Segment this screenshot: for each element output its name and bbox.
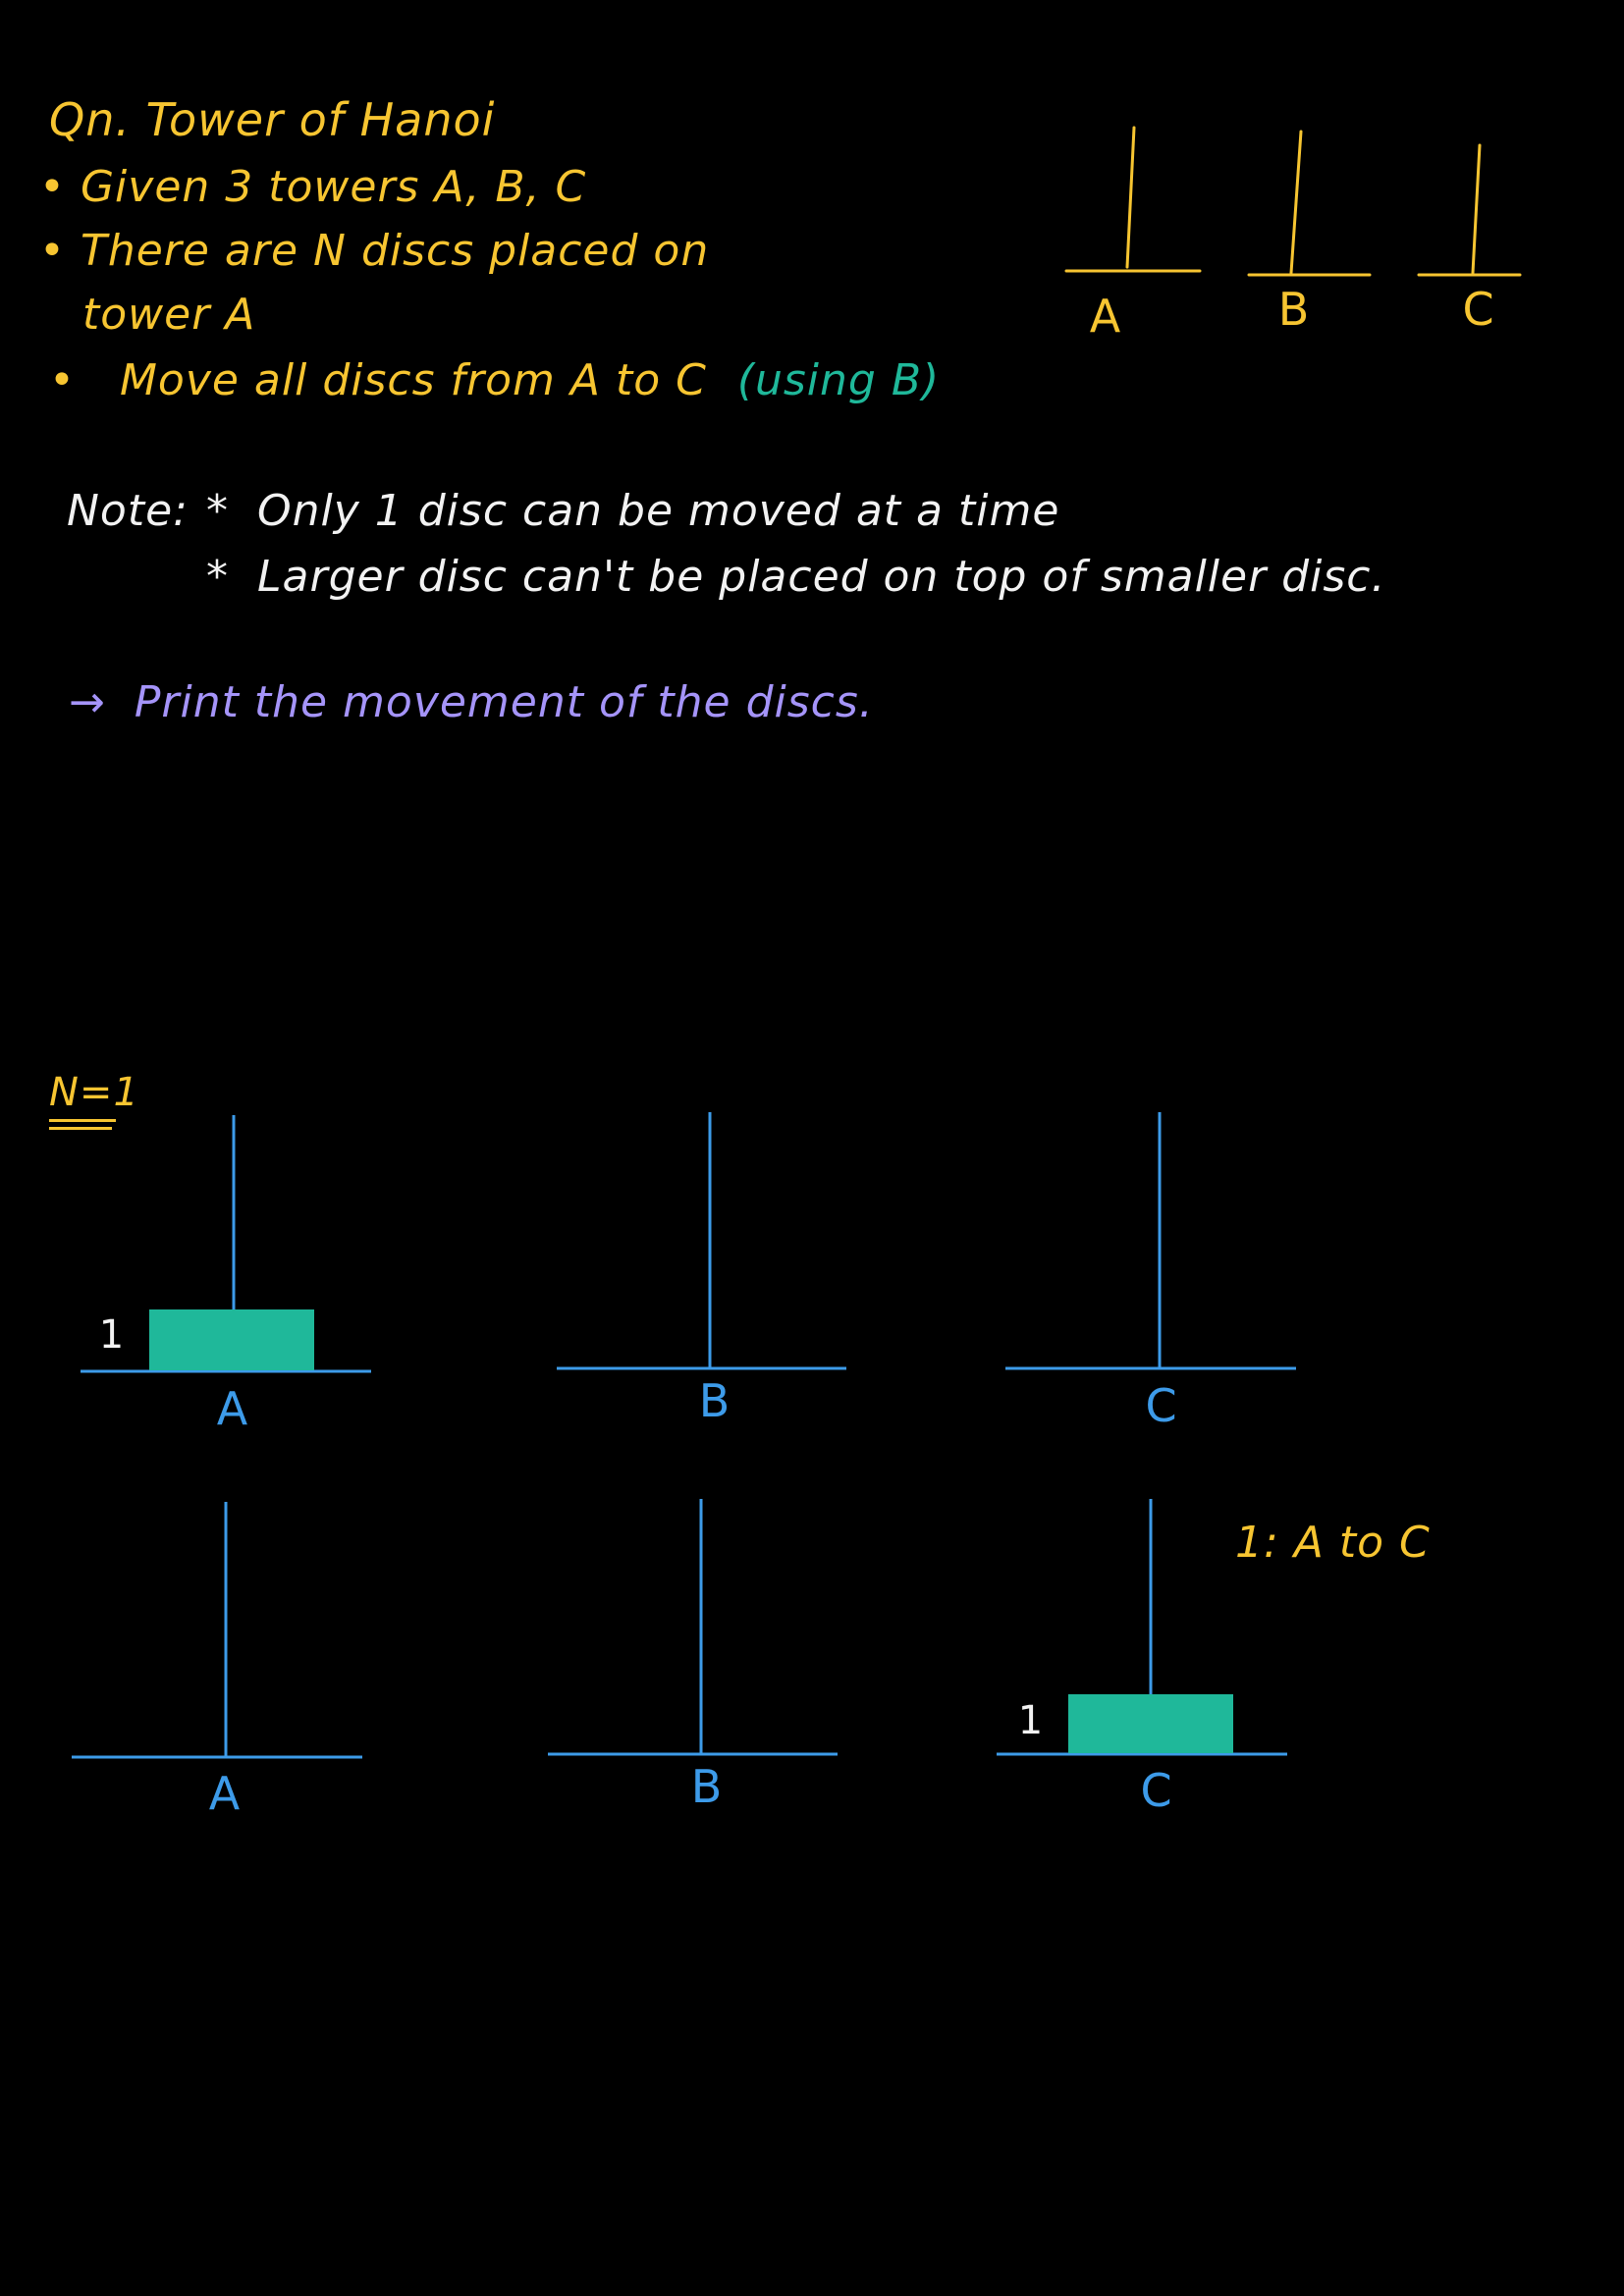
bullet-marker: • [49, 355, 76, 405]
top-tower-label: B [1277, 283, 1311, 336]
tower-label: B [690, 1760, 724, 1813]
bullet-item: • There are N discs placed on [39, 226, 709, 276]
bullet-text: Move all discs from A to C [119, 355, 707, 405]
tower-label: C [1140, 1764, 1173, 1817]
top-tower-label: A [1089, 290, 1122, 343]
disc [1068, 1694, 1233, 1753]
task-text: Print the movement of the discs. [134, 677, 874, 727]
using-note: (using B) [736, 355, 941, 405]
note-item: * Only 1 disc can be moved at a time [206, 486, 1059, 536]
disc [149, 1309, 314, 1370]
move-text: 1: A to C [1235, 1518, 1431, 1568]
task-line: → Print the movement of the discs. [69, 677, 874, 727]
bullet-text: There are N discs placed on [80, 226, 710, 276]
bullet-item: • Given 3 towers A, B, C [39, 162, 586, 212]
tower-label: C [1145, 1379, 1178, 1432]
tower-a-pole [1125, 126, 1136, 269]
tower-label: A [216, 1382, 249, 1435]
question-title: Qn. Tower of Hanoi [49, 93, 496, 146]
tower-b-pole [1289, 130, 1303, 275]
case-label-underline [49, 1119, 116, 1122]
arrow-icon: → [69, 677, 106, 727]
note-prefix: Note: [67, 486, 189, 536]
bullet-item: tower A [82, 290, 255, 340]
note-item: * Larger disc can't be placed on top of … [206, 552, 1385, 602]
note-marker: * [206, 486, 229, 536]
note-text: Only 1 disc can be moved at a time [257, 486, 1060, 536]
tower-label: B [698, 1374, 731, 1427]
top-tower-label: C [1462, 283, 1495, 336]
disc-label: 1 [98, 1312, 126, 1358]
case-label: N=1 [49, 1070, 139, 1115]
bullet-text: Given 3 towers A, B, C [80, 162, 587, 212]
bullet-marker: • [39, 226, 66, 276]
disc-label: 1 [1017, 1698, 1045, 1743]
case-label-underline [49, 1127, 112, 1130]
bullet-marker: • [39, 162, 66, 212]
tower-c-pole [1471, 143, 1482, 275]
bullet-item: • Move all discs from A to C (using B) [49, 355, 940, 405]
tower-label: A [208, 1767, 242, 1820]
note-marker: * [206, 552, 229, 602]
note-text: Larger disc can't be placed on top of sm… [257, 552, 1386, 602]
bullet-text: tower A [82, 290, 256, 340]
